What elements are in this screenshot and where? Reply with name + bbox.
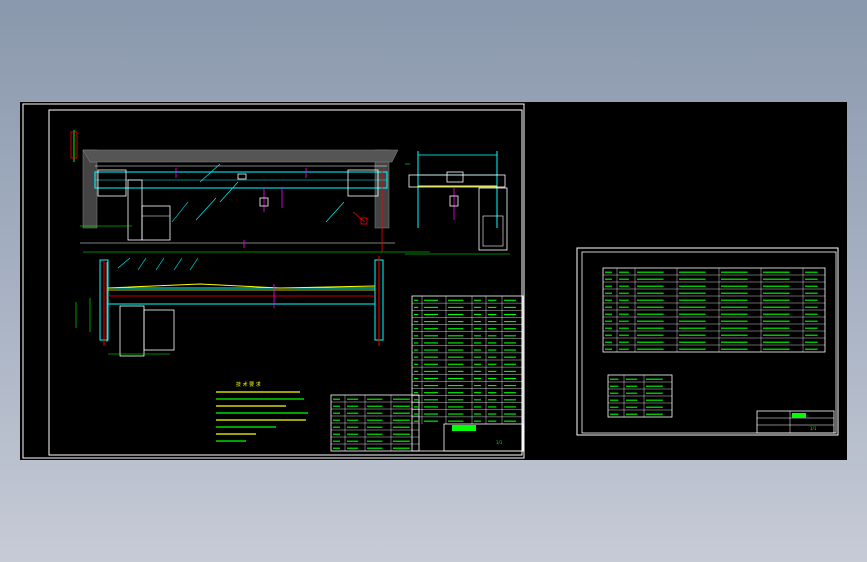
front-elevation-view bbox=[70, 130, 399, 252]
sheet-2-name-box bbox=[792, 413, 806, 418]
legend-table bbox=[607, 374, 673, 418]
side-elevation-view bbox=[405, 151, 510, 255]
sheet-1-outer-frame bbox=[22, 103, 525, 459]
sheet-1-inner-frame bbox=[48, 109, 523, 456]
cad-drawing: 技 术 要 求 1/1 bbox=[22, 103, 839, 459]
parts-list-main: 1/1 bbox=[411, 295, 524, 452]
sheet-1-stamp: 1/1 bbox=[496, 440, 503, 445]
title-block-name-box bbox=[452, 425, 476, 431]
cad-model-space[interactable]: 技 术 要 求 1/1 bbox=[20, 102, 847, 460]
sheet-2-stamp: 1/1 bbox=[810, 426, 817, 431]
tech-requirements-title: 技 术 要 求 bbox=[236, 381, 261, 388]
plan-view bbox=[75, 251, 430, 357]
sheet-1-assembly-drawing[interactable]: 技 术 要 求 1/1 bbox=[22, 103, 525, 459]
sheet-2-inner-frame bbox=[581, 251, 837, 434]
sheet-2-spec-drawing[interactable]: 1/1 bbox=[576, 247, 839, 436]
parts-list-small bbox=[330, 394, 420, 452]
parameter-table bbox=[602, 267, 826, 353]
sheet-2-title-block: 1/1 bbox=[756, 410, 835, 434]
technical-requirements-notes: 技 术 要 求 bbox=[216, 381, 308, 442]
sheet-2-outer-frame bbox=[576, 247, 839, 436]
